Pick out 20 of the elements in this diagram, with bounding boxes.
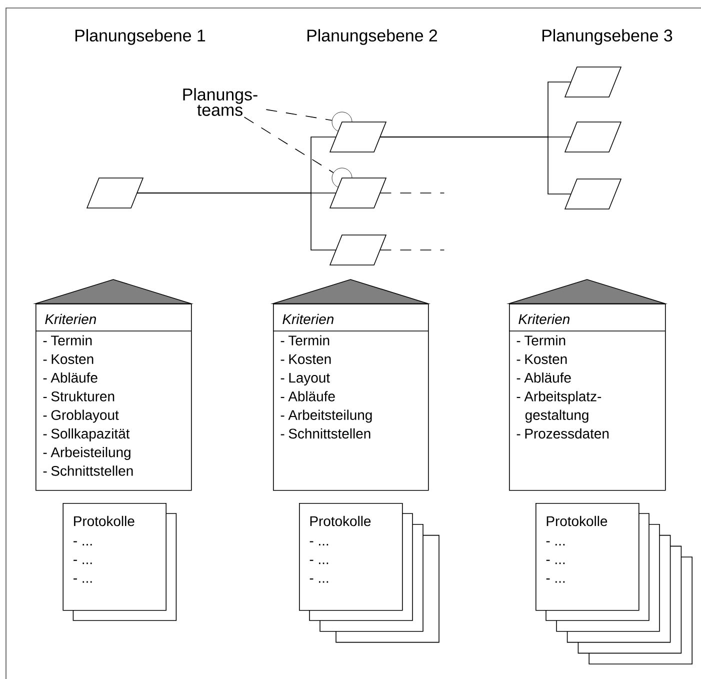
- connector-line: [136, 192, 336, 250]
- document-stack: Protokolle - ... - ... - ...: [536, 503, 692, 664]
- level-heading: Planungsebene 2: [307, 29, 438, 45]
- document-stack: Protokolle - ... - ... - ...: [62, 503, 177, 621]
- callout-text: Planungs- teams: [183, 88, 258, 116]
- connector-line: [380, 136, 572, 194]
- node-label: - ...: [546, 560, 565, 564]
- node-label: - ...: [546, 578, 565, 583]
- node-label: - ...: [310, 560, 328, 564]
- node-label: - ...: [310, 578, 328, 583]
- leader-line: [244, 116, 334, 173]
- leader-line: [266, 109, 332, 121]
- level-heading: Planungsebene 1: [75, 29, 206, 45]
- level-heading: Planungsebene 3: [542, 29, 672, 45]
- node-label: - ...: [546, 541, 565, 546]
- node-label: Protokolle: [310, 516, 371, 526]
- node-label: - ...: [310, 541, 328, 546]
- document-stack: Protokolle - ... - ... - ...: [299, 503, 440, 643]
- node-label: Protokolle: [546, 516, 608, 526]
- connector-line: [380, 192, 445, 194]
